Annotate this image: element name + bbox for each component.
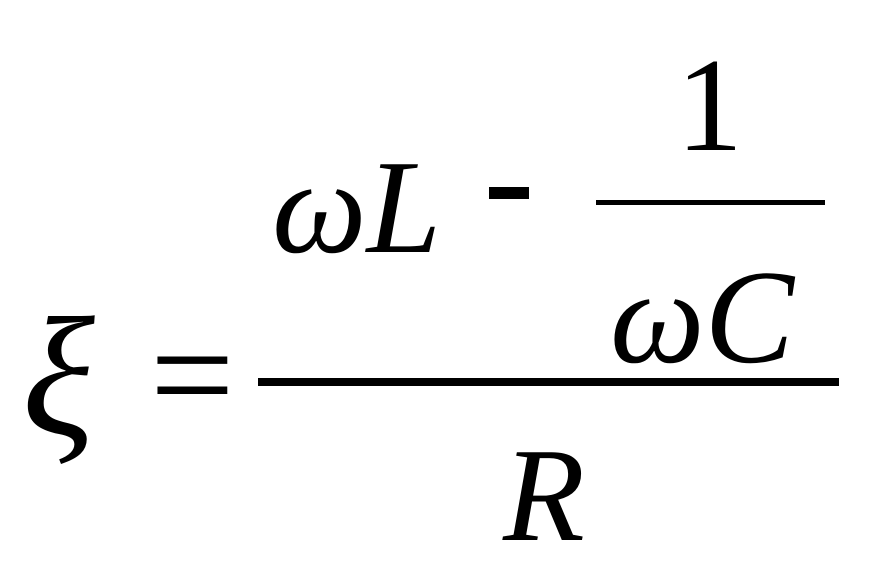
inner-numerator: 1 <box>676 31 743 179</box>
xi-symbol: ξ <box>22 283 95 471</box>
inner-denominator: ωC <box>610 243 794 391</box>
omega-l-term: ωL <box>272 133 442 281</box>
minus-text: - <box>489 140 534 274</box>
main-fraction-bar <box>258 378 839 386</box>
equals-sign: = <box>150 292 235 458</box>
denominator-r: R <box>503 421 585 569</box>
inner-fraction-bar <box>596 200 825 205</box>
minus-sign <box>489 187 529 199</box>
